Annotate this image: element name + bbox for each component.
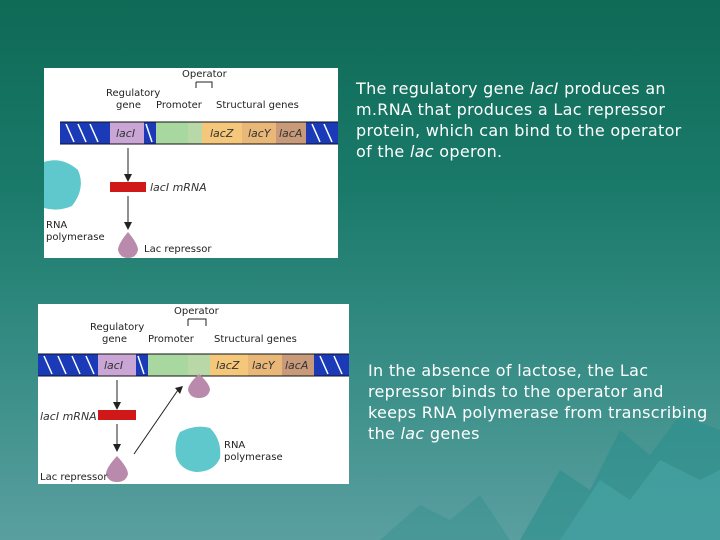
lac-repressor-label: Lac repressor [144,244,212,255]
promoter-region [156,122,188,144]
lacy-gene [242,122,276,144]
laca-gene-label: lacA [285,359,308,372]
lacz-gene-label: lacZ [210,127,234,140]
operator-label: Operator [182,69,228,80]
lacy-gene [248,354,282,376]
lac-operon-diagram-1: Operator Regulatory gene Promoter Struct… [44,68,338,258]
lac-repressor-label: Lac repressor [40,472,108,483]
regulatory-gene-label-2: gene [102,334,127,345]
laci-gene [98,354,136,376]
laca-gene-label: lacA [279,127,302,140]
lac-operon-diagram-2: Operator Regulatory gene Promoter Struct… [38,304,349,484]
regulatory-gene-label: Regulatory [90,322,144,333]
operator-region [188,354,210,376]
text1-gene: lacI [529,79,559,98]
dna-flank-left [38,354,98,376]
operator-label: Operator [174,306,220,317]
operator-region [188,122,202,144]
laci-mrna [98,410,136,420]
regulatory-gene-label: Regulatory [106,88,160,99]
dna-flank-right [306,122,338,144]
description-text-1: The regulatory gene lacI produces an m.R… [356,78,686,162]
description-text-2: In the absence of lactose, the Lac repre… [368,360,708,444]
lacz-gene [202,122,242,144]
lacz-gene [210,354,248,376]
bound-lac-repressor [188,374,210,398]
text1-lac: lac [409,142,434,161]
promoter-region [148,354,188,376]
rna-polymerase-shape [175,426,221,472]
rna-polymerase-label-2: polymerase [46,232,105,243]
laci-mrna [110,182,146,192]
rna-polymerase-shape [44,160,81,210]
text2-part1: In the absence of lactose, the Lac repre… [368,361,708,443]
text2-part2: genes [424,424,480,443]
laci-mrna-label: lacI mRNA [40,410,97,423]
laci-mrna-label: lacI mRNA [150,181,207,194]
rna-polymerase-label: RNA [46,220,67,231]
regulatory-gene-label-2: gene [116,100,141,111]
promoter-label: Promoter [148,334,195,345]
lac-repressor-shape [118,232,138,258]
laca-gene [276,122,306,144]
laci-gene [110,122,144,144]
rna-polymerase-label: RNA [224,440,245,451]
laca-gene [282,354,314,376]
text1-part2: produces an m.RNA that produces a Lac re… [356,79,682,161]
text1-part1: The regulatory gene [356,79,530,98]
laci-gene-label: lacI [116,127,135,140]
dna-flank-right [314,354,349,376]
text2-lac: lac [400,424,425,443]
promoter-label: Promoter [156,100,203,111]
lacz-gene-label: lacZ [216,359,240,372]
lacy-gene-label: lacY [252,359,276,372]
text1-part3: operon. [433,142,503,161]
lac-repressor-shape [106,456,128,482]
laci-gene-label: lacI [104,359,123,372]
structural-genes-label: Structural genes [216,100,299,111]
rna-polymerase-label-2: polymerase [224,452,283,463]
lacy-gene-label: lacY [248,127,272,140]
structural-genes-label: Structural genes [214,334,297,345]
